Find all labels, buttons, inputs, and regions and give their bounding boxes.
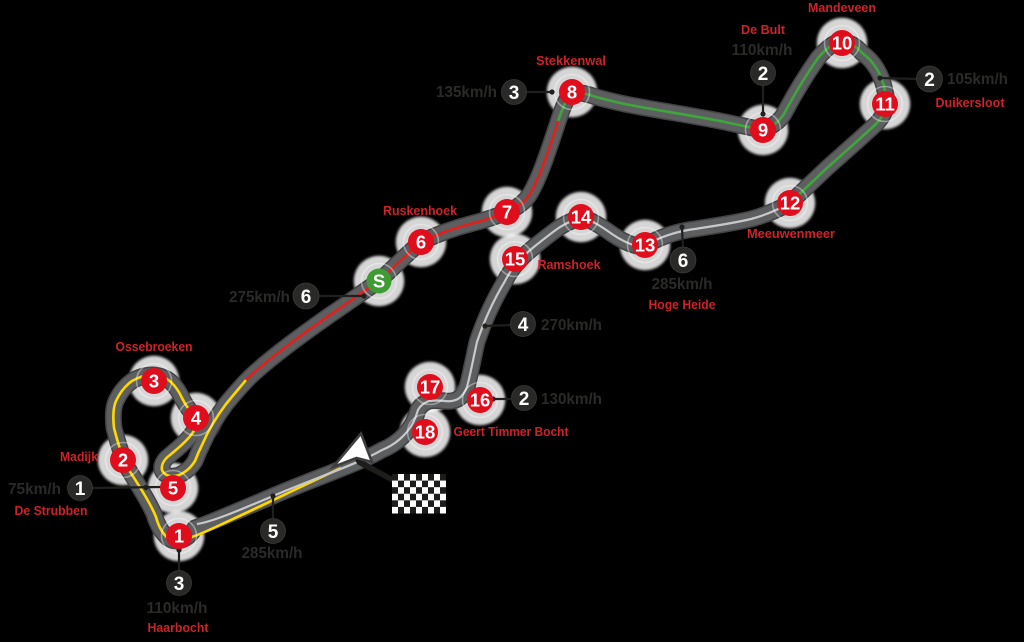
- svg-text:18: 18: [415, 422, 436, 443]
- svg-text:Madijk: Madijk: [60, 449, 99, 464]
- svg-text:270km/h: 270km/h: [541, 317, 602, 334]
- svg-text:De Strubben: De Strubben: [15, 503, 88, 518]
- svg-text:8: 8: [567, 82, 577, 103]
- svg-text:Meeuwenmeer: Meeuwenmeer: [747, 226, 835, 241]
- svg-text:Haarbocht: Haarbocht: [148, 620, 210, 635]
- svg-text:Ossebroeken: Ossebroeken: [116, 339, 193, 354]
- svg-text:2: 2: [758, 64, 769, 85]
- svg-text:17: 17: [420, 377, 441, 398]
- svg-text:5: 5: [268, 522, 279, 543]
- svg-text:Mandeveen: Mandeveen: [808, 0, 876, 15]
- svg-text:Stekkenwal: Stekkenwal: [536, 53, 606, 68]
- svg-text:Ramshoek: Ramshoek: [538, 257, 602, 272]
- svg-text:Geert Timmer Bocht: Geert Timmer Bocht: [454, 424, 570, 439]
- svg-text:5: 5: [168, 478, 178, 499]
- svg-text:285km/h: 285km/h: [242, 545, 303, 562]
- svg-text:6: 6: [416, 232, 426, 253]
- svg-text:3: 3: [509, 83, 520, 104]
- svg-text:3: 3: [174, 574, 185, 595]
- svg-text:1: 1: [174, 526, 184, 547]
- svg-text:3: 3: [149, 371, 159, 392]
- svg-text:4: 4: [518, 315, 529, 336]
- svg-text:275km/h: 275km/h: [229, 289, 290, 306]
- svg-text:S: S: [373, 271, 385, 292]
- svg-text:2: 2: [118, 450, 128, 471]
- svg-text:7: 7: [502, 202, 512, 223]
- svg-text:Hoge Heide: Hoge Heide: [649, 297, 716, 312]
- svg-text:6: 6: [678, 251, 689, 272]
- svg-text:130km/h: 130km/h: [541, 391, 602, 408]
- svg-text:9: 9: [758, 120, 768, 141]
- svg-text:4: 4: [191, 408, 202, 429]
- svg-text:285km/h: 285km/h: [652, 276, 713, 293]
- svg-text:1: 1: [75, 479, 86, 500]
- svg-text:75km/h: 75km/h: [8, 481, 61, 498]
- svg-text:13: 13: [635, 235, 656, 256]
- svg-text:2: 2: [924, 70, 935, 91]
- svg-text:110km/h: 110km/h: [147, 600, 208, 617]
- svg-text:6: 6: [301, 287, 312, 308]
- svg-text:Duikersloot: Duikersloot: [936, 95, 1006, 110]
- svg-text:15: 15: [505, 249, 526, 270]
- svg-text:135km/h: 135km/h: [436, 84, 497, 101]
- svg-text:16: 16: [470, 390, 491, 411]
- svg-text:10: 10: [832, 33, 853, 54]
- svg-text:105km/h: 105km/h: [947, 71, 1008, 88]
- svg-text:2: 2: [519, 389, 530, 410]
- svg-text:110km/h: 110km/h: [732, 42, 793, 59]
- svg-text:11: 11: [875, 94, 895, 115]
- svg-text:De Bult: De Bult: [741, 22, 786, 37]
- svg-text:14: 14: [571, 207, 592, 228]
- svg-text:Ruskenhoek: Ruskenhoek: [383, 203, 458, 218]
- svg-text:12: 12: [780, 193, 801, 214]
